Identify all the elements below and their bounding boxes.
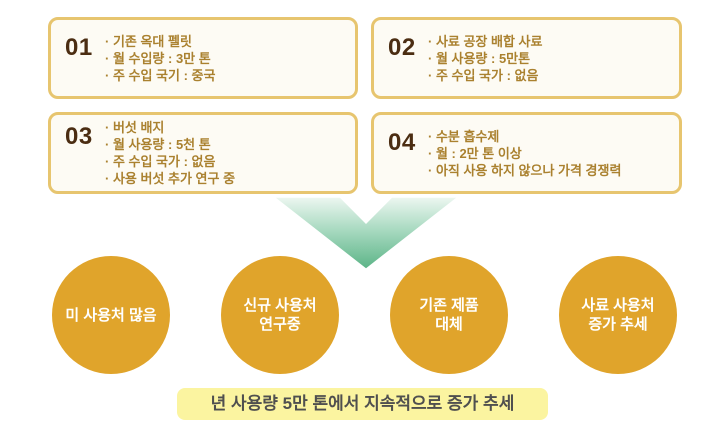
summary-banner: 년 사용량 5만 톤에서 지속적으로 증가 추세 [177,388,548,420]
result-circle-product-substitution: 기존 제품 대체 [390,256,508,374]
bullet-item: · 월 : 2만 톤 이상 [428,145,522,161]
box-02-number: 02 [388,34,416,61]
bullet-item: · 아직 사용 하지 않으나 가격 경쟁력 [428,162,622,178]
bullet-item: · 기존 옥대 펠릿 [105,33,192,49]
bullet-item: · 사용 버섯 추가 연구 중 [105,171,236,186]
circle-label-line: 연구중 [259,316,301,333]
box-01-number: 01 [65,34,93,61]
info-box-03: 03 · 버섯 배지 · 월 사용량 : 5천 톤 · 주 수입 국가 : 없음… [48,112,358,194]
info-box-01: 01 · 기존 옥대 펠릿 · 월 수입량 : 3만 톤 · 주 수입 국기 :… [48,17,358,99]
summary-banner-text: 년 사용량 5만 톤에서 지속적으로 증가 추세 [210,394,515,413]
circle-label-line: 신규 사용처 [243,297,317,314]
bullet-item: · 월 수입량 : 3만 톤 [105,50,211,66]
circle-label-line: 대체 [435,316,463,333]
bullet-item: · 월 사용량 : 5만톤 [428,50,531,66]
box-02-bullet-list: · 사료 공장 배합 사료 · 월 사용량 : 5만톤 · 주 수입 국가 : … [428,33,542,84]
result-circle-unused-demand: 미 사용처 많음 [52,256,170,374]
circle-label-line: 사료 사용처 [581,297,655,314]
box-03-number: 03 [65,123,93,150]
bullet-item: · 주 수입 국기 : 중국 [105,67,216,83]
bullet-item: · 주 수입 국가 : 없음 [428,67,539,83]
box-04-bullet-list: · 수분 흡수제 · 월 : 2만 톤 이상 · 아직 사용 하지 않으나 가격… [428,128,621,179]
box-01-bullet-list: · 기존 옥대 펠릿 · 월 수입량 : 3만 톤 · 주 수입 국기 : 중국 [105,33,215,84]
box-04-number: 04 [388,129,416,156]
box-03-bullet-list: · 버섯 배지 · 월 사용량 : 5천 톤 · 주 수입 국가 : 없음 · … [105,119,235,187]
bullet-item: · 사료 공장 배합 사료 [428,33,543,49]
circle-label-line: 미 사용처 많음 [65,306,157,324]
circle-label-line: 기존 제품 [419,297,479,314]
bullet-item: · 주 수입 국가 : 없음 [105,154,216,169]
bullet-item: · 월 사용량 : 5천 톤 [105,137,211,152]
info-box-02: 02 · 사료 공장 배합 사료 · 월 사용량 : 5만톤 · 주 수입 국가… [371,17,682,99]
result-circle-feed-usage-growth: 사료 사용처 증가 추세 [559,256,677,374]
result-circle-new-uses-research: 신규 사용처 연구중 [221,256,339,374]
bullet-item: · 수분 흡수제 [428,128,500,144]
bullet-item: · 버섯 배지 [105,120,165,135]
info-box-04: 04 · 수분 흡수제 · 월 : 2만 톤 이상 · 아직 사용 하지 않으나… [371,112,682,194]
circle-label-line: 증가 추세 [588,316,648,333]
